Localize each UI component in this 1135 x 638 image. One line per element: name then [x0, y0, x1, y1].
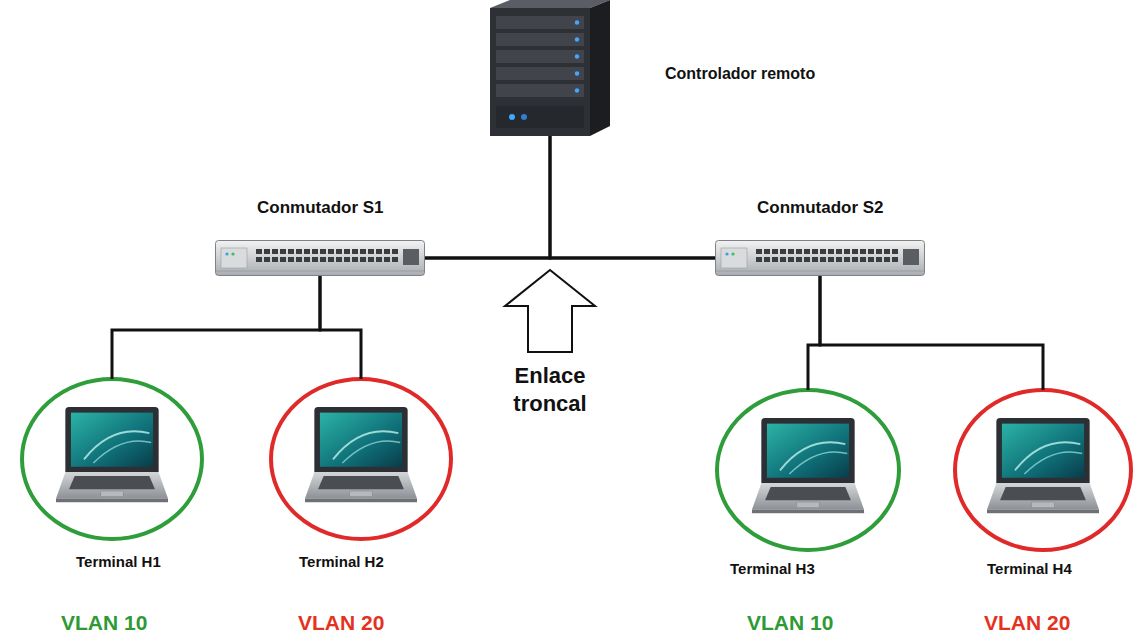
drawing-part: [575, 71, 579, 75]
laptop-illustration: [305, 407, 417, 502]
drawing-part: [575, 88, 579, 92]
link-line: [820, 276, 1043, 390]
drawing-part: [575, 54, 579, 58]
drawing-part: [496, 16, 584, 29]
terminal-label: Terminal H3: [730, 560, 815, 578]
drawing-part: [496, 33, 584, 46]
drawing-part: [496, 106, 584, 128]
laptop-illustration: [987, 418, 1099, 513]
switch-label: Conmutador S1: [257, 198, 384, 218]
vlan-ring: [22, 379, 202, 539]
link-line: [112, 276, 320, 379]
switch-illustration: [215, 241, 425, 276]
link-line: [320, 276, 361, 379]
drawing-part: [490, 8, 590, 136]
drawing-part: [521, 114, 527, 120]
drawing-part: [575, 20, 579, 24]
switch-illustration: [715, 241, 925, 276]
terminal-node: Terminal H4VLAN 20: [955, 390, 1131, 550]
drawing-part: [496, 67, 584, 80]
vlan-label: VLAN 20: [298, 610, 384, 635]
vlan-label: VLAN 20: [984, 610, 1070, 635]
terminal-node: Terminal H1VLAN 10: [22, 379, 202, 539]
vlan-label: VLAN 10: [61, 610, 147, 635]
server-bays: [496, 16, 584, 97]
switch-node: Conmutador S2: [715, 240, 925, 276]
terminal-node: Terminal H2VLAN 20: [271, 379, 451, 539]
drawing-part: [590, 0, 610, 136]
server-node: Controlador remoto: [490, 0, 610, 136]
laptop-illustration: [752, 418, 864, 513]
trunk-label: Enlace troncal: [488, 362, 612, 417]
switch-node: Conmutador S1: [215, 240, 425, 276]
hollow-arrow: [505, 270, 595, 352]
vlan-ring: [955, 390, 1131, 550]
terminal-label: Terminal H2: [299, 553, 384, 571]
link-line: [808, 276, 820, 390]
vlan-ring: [271, 379, 451, 539]
drawing-part: [575, 37, 579, 41]
server-illustration: [490, 0, 610, 136]
drawing-part: [496, 50, 584, 63]
drawing-part: [509, 114, 515, 120]
terminal-label: Terminal H4: [987, 560, 1072, 578]
terminal-node: Terminal H3VLAN 10: [717, 390, 899, 550]
server-label: Controlador remoto: [665, 64, 815, 83]
drawing-part: [490, 0, 610, 8]
vlan-ring: [717, 390, 899, 550]
drawing-part: [496, 84, 584, 97]
switch-label: Conmutador S2: [757, 198, 884, 218]
vlan-label: VLAN 10: [747, 610, 833, 635]
link-line: [425, 136, 550, 258]
laptop-illustration: [56, 407, 168, 502]
link-line: [550, 136, 715, 258]
terminal-label: Terminal H1: [76, 553, 161, 571]
